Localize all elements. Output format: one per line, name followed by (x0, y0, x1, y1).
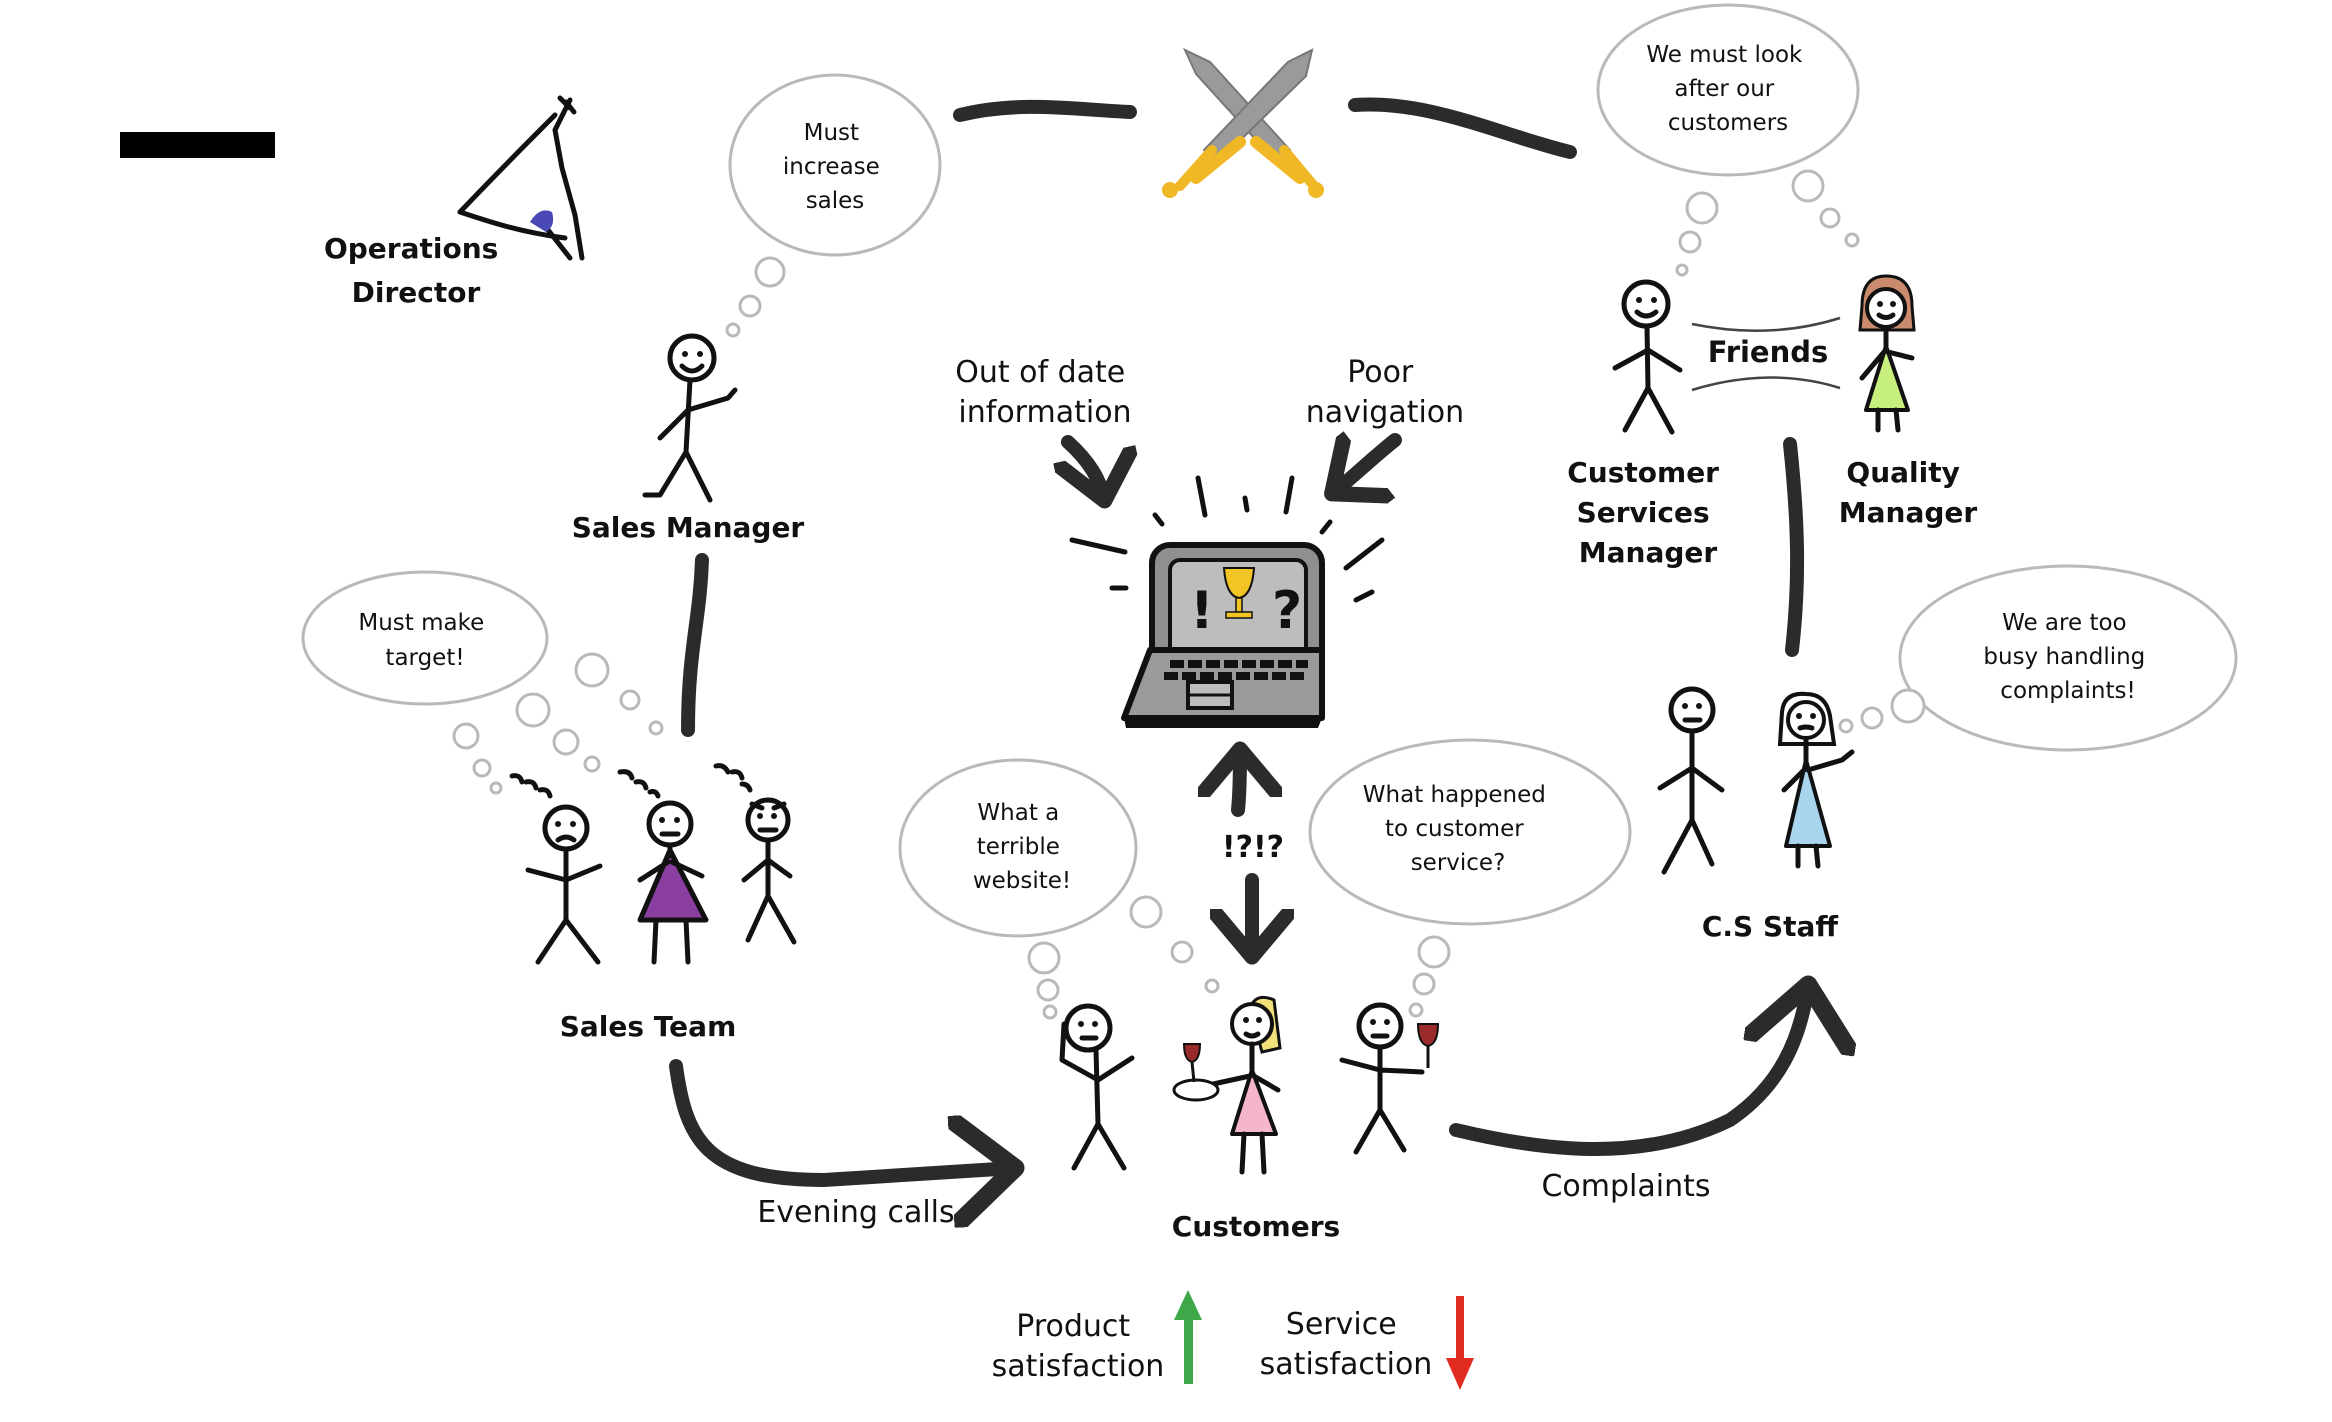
managers-to-staff-line (1783, 437, 1805, 657)
friends-bracket-bottom (1691, 376, 1841, 392)
svg-text:Must make target!: Must make target! (358, 610, 491, 671)
product-satisfaction-up-arrow-icon (1174, 1290, 1202, 1384)
customer-right-thought-cloud: What happened to customer service? (1308, 738, 1632, 1018)
quality-manager-figure (1858, 274, 1916, 433)
crossed-swords-icon (1162, 47, 1324, 198)
sales-team-label: Sales Team (560, 1010, 737, 1043)
sales-manager-label: Sales Manager (572, 511, 805, 544)
out-of-date-label: Out of date information (955, 355, 1135, 430)
laptop-icon: ! ? (1069, 475, 1385, 728)
customer-left-thought-cloud: What a terrible website! (898, 758, 1220, 1020)
cs-staff-figures (1657, 686, 1855, 875)
svg-text:!: ! (1190, 581, 1214, 641)
customers-figures (1059, 995, 1440, 1175)
csm-thought-cloud: We must look after our customers (1596, 3, 1860, 277)
sales-manager-thought-cloud: Must increase sales (725, 73, 942, 338)
evening-calls-label: Evening calls (757, 1195, 954, 1230)
sales-team-figures (509, 763, 797, 965)
cs-staff-label: C.S Staff (1702, 910, 1839, 943)
customer-services-manager-label: Customer Services Manager (1567, 456, 1729, 569)
out-of-date-arrow (1068, 435, 1104, 498)
evening-calls-arrow (669, 1059, 1014, 1180)
customer-services-manager-figure (1612, 279, 1683, 435)
service-satisfaction-down-arrow-icon (1446, 1296, 1474, 1390)
complaints-label: Complaints (1541, 1169, 1710, 1204)
poor-navigation-arrow (1334, 440, 1402, 492)
complaints-arrow (1449, 986, 1808, 1157)
redaction-bar (120, 132, 275, 158)
svg-text:?: ? (1272, 581, 1302, 641)
sales-team-thought-cloud: Must make target! (301, 570, 664, 795)
confusion-label: !?!? (1222, 830, 1284, 865)
conflict-line-left (953, 99, 1137, 122)
sales-manager-team-line (681, 553, 709, 737)
svg-text:We must look after our: We must look after our customers (1646, 42, 1809, 136)
product-satisfaction-label: Product satisfaction (992, 1309, 1165, 1384)
friends-bracket-top (1691, 316, 1841, 332)
customers-label: Customers (1172, 1210, 1340, 1243)
operations-director-label: Operations Director (324, 232, 508, 309)
svg-text:What happened to custome: What happened to customer service? (1363, 782, 1553, 876)
svg-text:We are too busy handling: We are too busy handling complaints! (1983, 610, 2152, 704)
svg-text:What a terrible we: What a terrible website! (973, 800, 1071, 894)
operations-director-eye-icon (457, 95, 585, 261)
poor-navigation-label: Poor navigation (1306, 355, 1464, 430)
svg-text:Must increase sale: Must increase sales (783, 120, 887, 214)
service-satisfaction-label: Service satisfaction (1260, 1307, 1433, 1382)
friends-label: Friends (1708, 335, 1829, 369)
customers-to-laptop-arrow (1238, 752, 1240, 817)
cs-staff-thought-cloud: We are too busy handling complaints! (1838, 564, 2238, 752)
quality-manager-label: Quality Manager (1839, 456, 1978, 529)
sales-manager-figure (642, 333, 738, 503)
conflict-line-right (1348, 97, 1577, 159)
